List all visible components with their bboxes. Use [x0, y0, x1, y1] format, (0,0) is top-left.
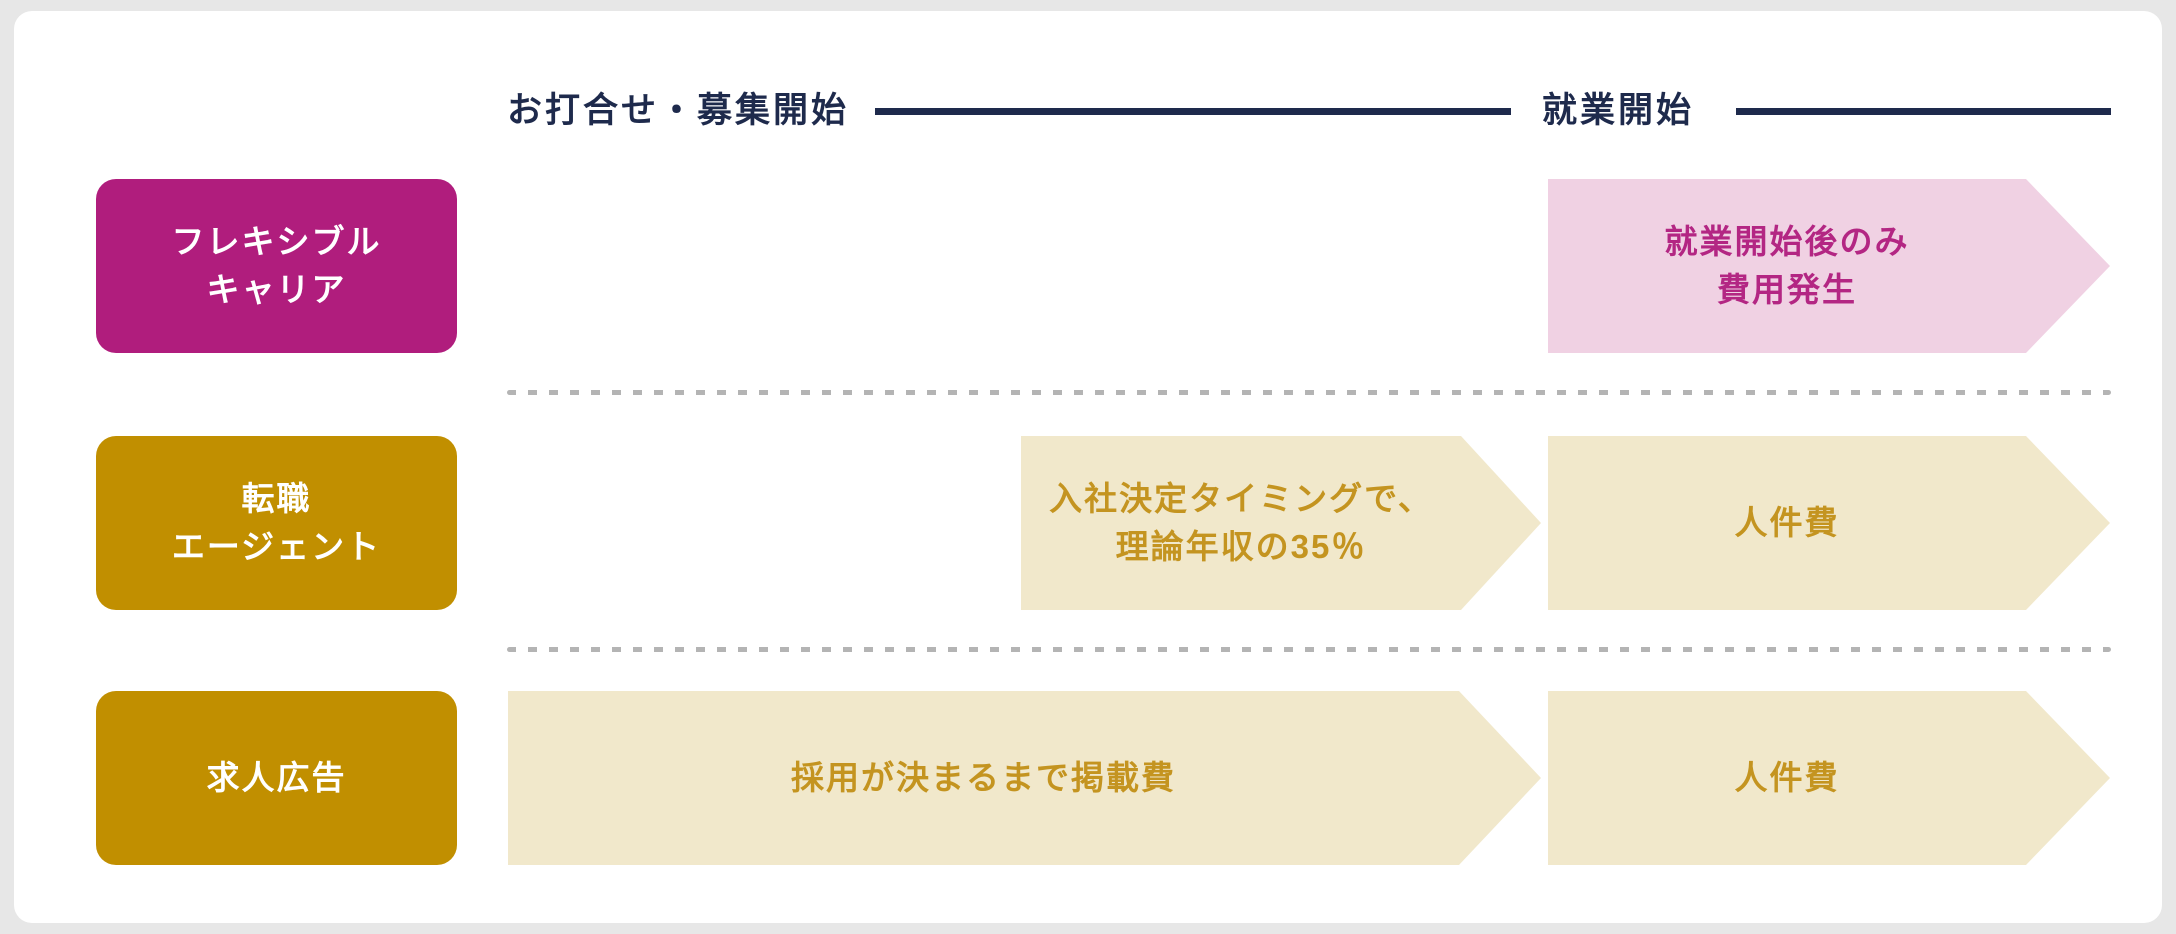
row-label-flexible-career: フレキシブル キャリア	[96, 179, 457, 353]
arrow-text-line: 理論年収の35％	[1115, 528, 1367, 565]
row-separator-dotted-line	[507, 647, 2111, 652]
arrow-flexible-career-cost: 就業開始後のみ 費用発生	[1548, 179, 2110, 353]
row-label-job-advertisement: 求人広告	[96, 691, 457, 865]
arrow-text-line: 人件費	[1734, 759, 1840, 796]
diagram-card: お打合せ・募集開始 就業開始 フレキシブル キャリア 就業開始後のみ 費用発生 …	[14, 11, 2162, 923]
row-separator-dotted-line	[507, 390, 2111, 395]
row-label-line: フレキシブル	[171, 223, 382, 260]
row-label-line: 転職	[241, 480, 312, 517]
arrow-text-line: 採用が決まるまで掲載費	[791, 759, 1176, 796]
arrow-text-line: 人件費	[1734, 504, 1840, 541]
arrow-ad-posting-fee: 採用が決まるまで掲載費	[508, 691, 1541, 865]
row-label-line: キャリア	[206, 271, 347, 308]
milestone-label-employment-start: 就業開始	[1542, 91, 1695, 130]
arrow-ad-personnel-cost: 人件費	[1548, 691, 2110, 865]
arrow-text-line: 費用発生	[1717, 271, 1857, 308]
arrow-text-line: 入社決定タイミングで、	[1049, 480, 1433, 517]
milestone-label-meeting-recruit-start: お打合せ・募集開始	[507, 91, 850, 130]
timeline-line-left	[875, 108, 1511, 115]
row-label-line: 求人広告	[206, 759, 347, 796]
row-label-job-change-agent: 転職 エージェント	[96, 436, 457, 610]
row-label-line: エージェント	[171, 528, 382, 565]
arrow-agent-personnel-cost: 人件費	[1548, 436, 2110, 610]
timeline-line-right	[1736, 108, 2111, 115]
arrow-agent-fee-at-hiring: 入社決定タイミングで、 理論年収の35％	[1021, 436, 1541, 610]
arrow-text-line: 就業開始後のみ	[1664, 223, 1910, 260]
